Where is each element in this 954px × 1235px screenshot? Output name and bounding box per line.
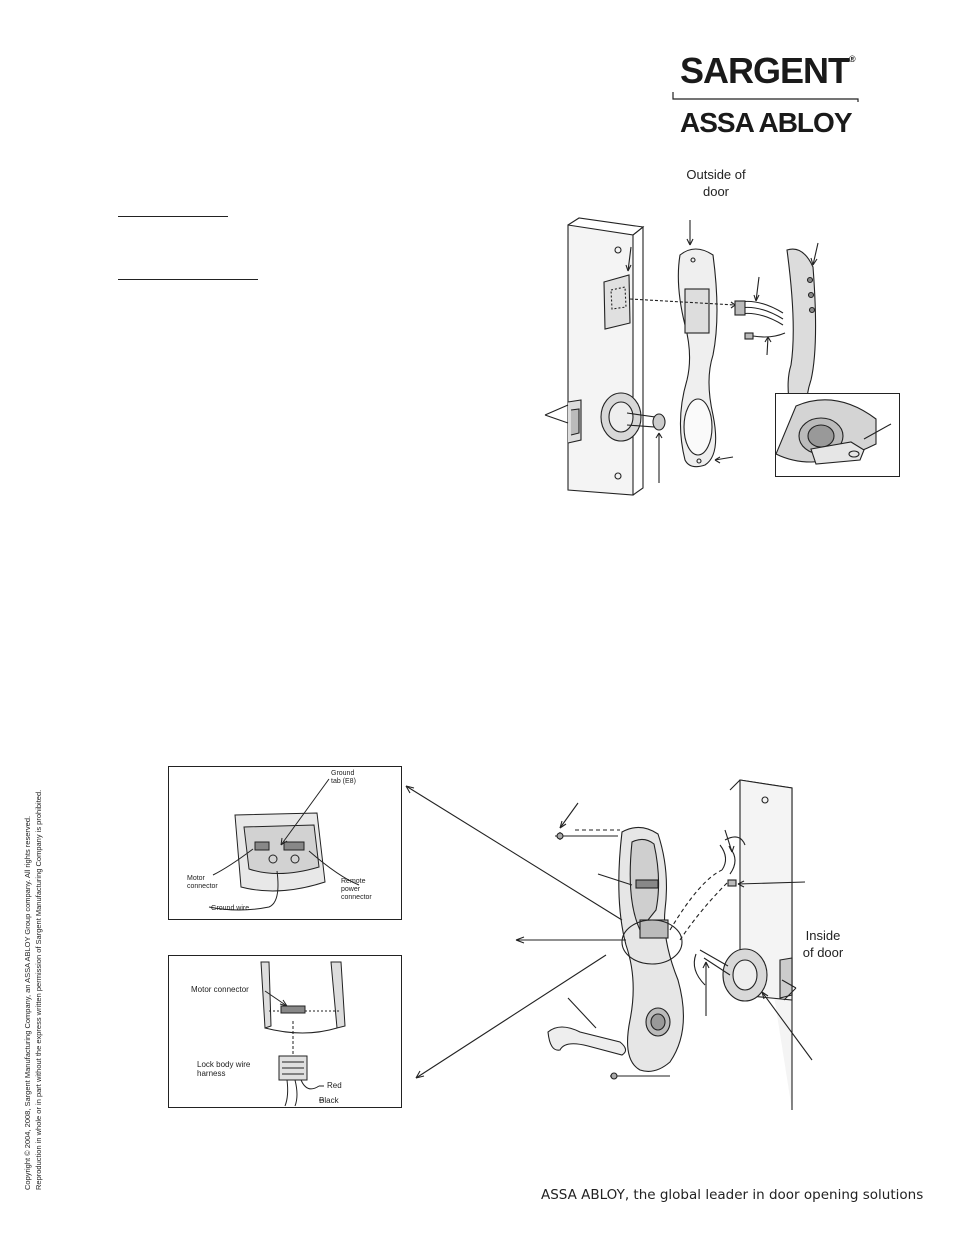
ground-tab-illustration [208, 778, 360, 911]
copyright-notice: Copyright © 2004, 2008, Sargent Manufact… [23, 789, 43, 1190]
remote-power-connector-label: Remote power connector [341, 878, 372, 901]
motor-connector-inset: Motor connector Lock body wire harness R… [168, 955, 402, 1108]
caption-outside-of-door: Outside of door [686, 167, 746, 199]
ground-tab-label: Ground tab (E8) [331, 770, 356, 785]
heading-rule-2 [118, 279, 258, 280]
ground-tab-inset: Ground tab (E8) Motor connector Remote p… [168, 766, 402, 920]
red-wire-label: Red [327, 1081, 342, 1090]
caption-inside-of-door: Inside of door [802, 928, 844, 960]
motor-connector-label: Motor connector [187, 875, 218, 890]
harness-illustration [260, 961, 346, 1107]
black-wire-label: Black [319, 1096, 339, 1105]
footer-tagline: ASSA ABLOY, the global leader in door op… [541, 1187, 924, 1203]
outside-trim-exploded-diagram [544, 217, 819, 496]
logo-divider [672, 92, 859, 102]
ground-wire-label: Ground wire [211, 905, 250, 912]
key-override-illustration [775, 399, 892, 465]
key-override-inset [775, 393, 900, 477]
inside-trim-exploded-diagram [405, 779, 813, 1110]
heading-rule-1 [118, 216, 228, 217]
motor-connector-label-2: Motor connector [191, 985, 249, 994]
assa-abloy-logo: ASSA ABLOY [680, 107, 852, 138]
lock-body-wire-harness-label: Lock body wire harness [197, 1060, 251, 1078]
sargent-logo: SARGENT® [680, 50, 856, 91]
